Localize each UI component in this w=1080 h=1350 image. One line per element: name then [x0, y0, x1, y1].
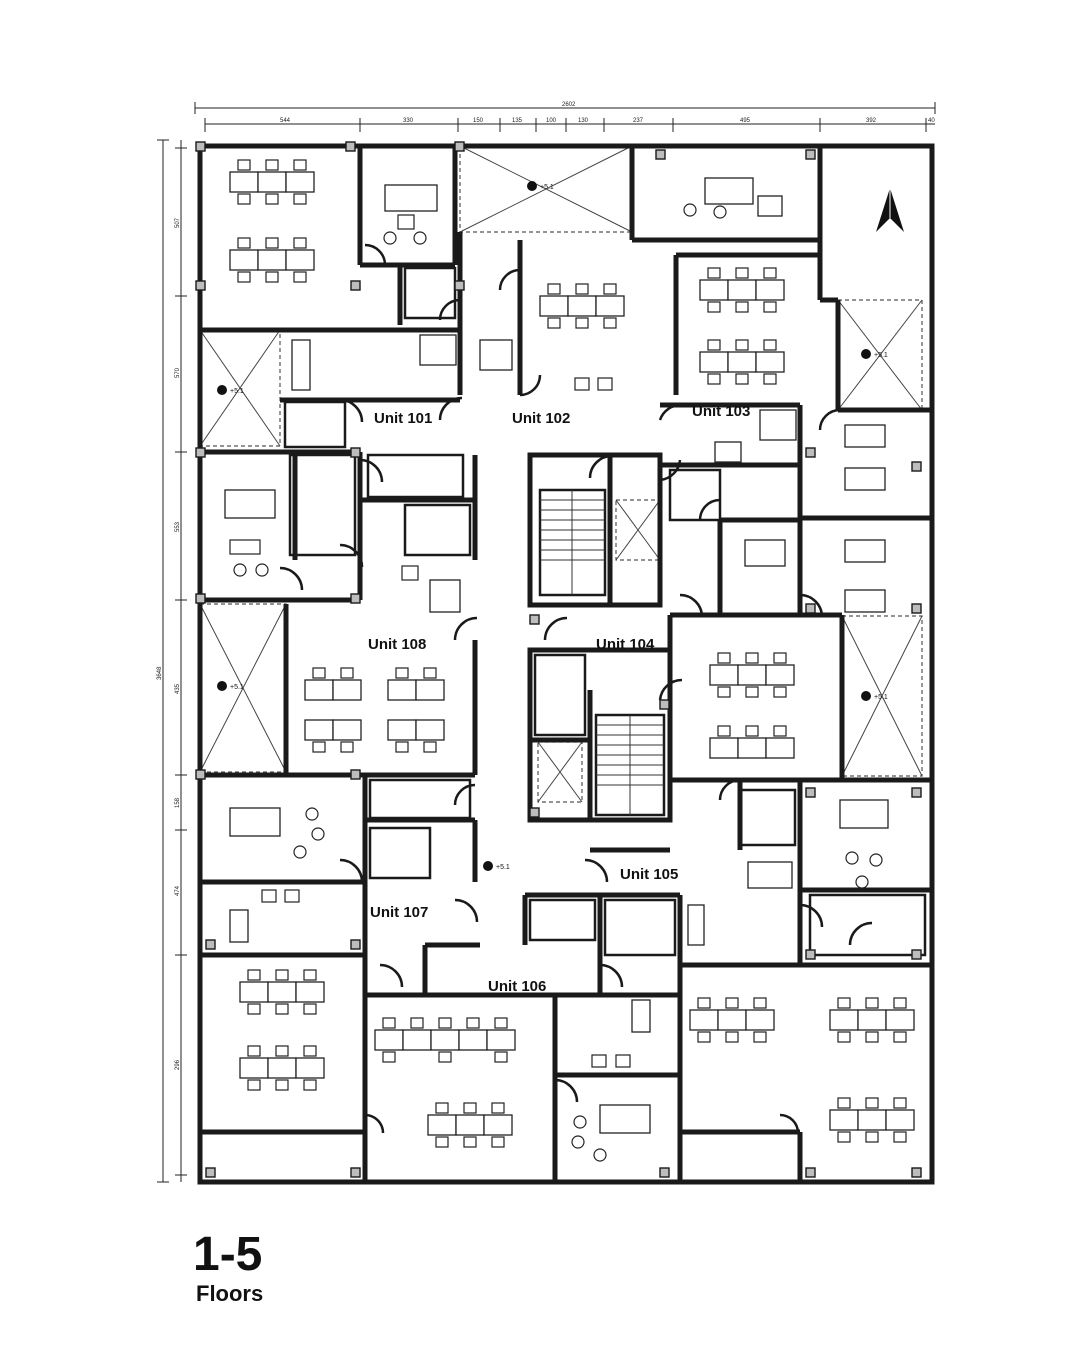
desk-cluster-unit-102: [539, 283, 625, 391]
top-dimension-lines: 2602 544 330 150 135 100 130 237 495 392…: [194, 102, 936, 132]
desk-cluster-unit-103: [699, 267, 785, 385]
exec-desk-left-b: [229, 807, 325, 943]
dim-top-1: 544: [280, 118, 291, 124]
unit-label-108: Unit 108: [368, 636, 426, 653]
level-marker-corridor: +5.1: [483, 861, 510, 871]
exec-desk-center-lower: [571, 999, 651, 1162]
unit-label-104: Unit 104: [596, 636, 655, 653]
dim-top-7: 237: [633, 118, 644, 124]
exec-desk-right-a: [839, 799, 889, 889]
partitions: [283, 266, 927, 957]
dim-left-5: 158: [175, 797, 181, 808]
dim-total-width: 2602: [562, 102, 576, 108]
walls: [197, 143, 935, 1185]
dim-total-height: 3648: [157, 666, 163, 680]
stairs-lower: [594, 713, 666, 817]
dim-top-10: 40: [928, 118, 935, 124]
dim-top-9: 392: [866, 118, 877, 124]
dim-left-4: 435: [175, 683, 181, 694]
dim-top-8: 495: [740, 118, 751, 124]
unit-label-103: Unit 103: [692, 403, 750, 420]
left-dimension-lines: 3648 507 570 553 435 158 474 296: [157, 139, 187, 1183]
dim-top-6: 130: [578, 118, 589, 124]
workstations: [229, 159, 915, 1148]
level-text-1: +5.1: [540, 184, 554, 191]
floor-range-title: 1-5: [193, 1228, 263, 1281]
unit-label-101: Unit 101: [374, 410, 432, 427]
exec-desk-top-b: [683, 177, 783, 219]
columns: [195, 141, 922, 1178]
desk-cluster-top-left-b: [229, 237, 315, 283]
unit-label-107: Unit 107: [370, 904, 428, 921]
dim-left-1: 507: [175, 217, 181, 228]
level-marker-left-middle: +5.1: [217, 681, 244, 691]
desk-cluster-unit-106: [374, 1017, 516, 1148]
executive-desks: [224, 177, 889, 1162]
desk-cluster-unit-104: [709, 652, 795, 759]
dim-top-5: 100: [546, 118, 557, 124]
stairs-upper: [538, 488, 607, 597]
exec-desk-left-a: [224, 489, 276, 577]
dim-left-3: 553: [175, 521, 181, 532]
level-marker-left-upper: +5.1: [217, 385, 244, 395]
level-text-3: +5.1: [874, 352, 888, 359]
unit-labels: Unit 101 Unit 102 Unit 103 Unit 104 Unit…: [368, 403, 750, 995]
level-text-5: +5.1: [874, 694, 888, 701]
exec-desk-unit-101: [291, 334, 513, 613]
dim-top-3: 150: [473, 118, 484, 124]
exec-desk-top-a: [383, 184, 438, 245]
dim-left-7: 296: [175, 1059, 181, 1070]
unit-label-105: Unit 105: [620, 866, 678, 883]
level-text-2: +5.1: [230, 388, 244, 395]
dim-left-6: 474: [175, 885, 181, 896]
exec-desk-unit-103-office: [714, 409, 886, 613]
level-marker-right-middle: +5.1: [861, 691, 888, 701]
level-text-4: +5.1: [230, 684, 244, 691]
desk-cluster-bottom-right: [689, 997, 915, 1143]
level-markers: +5.1 +5.1 +5.1 +5.1 +5.1 +5.1: [217, 181, 888, 871]
door-swings: [279, 243, 873, 1134]
level-marker-top: +5.1: [527, 181, 554, 191]
desk-cluster-unit-108: [304, 667, 445, 753]
elevator-shaft-upper: [615, 499, 661, 561]
exec-desk-unit-105: [687, 861, 793, 946]
dim-top-2: 330: [403, 118, 414, 124]
level-text-6: +5.1: [496, 864, 510, 871]
light-wells: [199, 145, 923, 803]
light-well-left-upper: [199, 329, 281, 447]
floor-subtitle: Floors: [196, 1281, 264, 1306]
north-arrow-icon: [876, 188, 904, 232]
dim-left-2: 570: [175, 367, 181, 378]
dim-top-4: 135: [512, 118, 523, 124]
desk-cluster-unit-107: [239, 969, 325, 1091]
level-marker-right-upper: +5.1: [861, 349, 888, 359]
unit-label-106: Unit 106: [488, 978, 546, 995]
elevator-shaft-lower: [537, 741, 583, 803]
desk-cluster-top-left-a: [229, 159, 315, 205]
unit-label-102: Unit 102: [512, 410, 570, 427]
